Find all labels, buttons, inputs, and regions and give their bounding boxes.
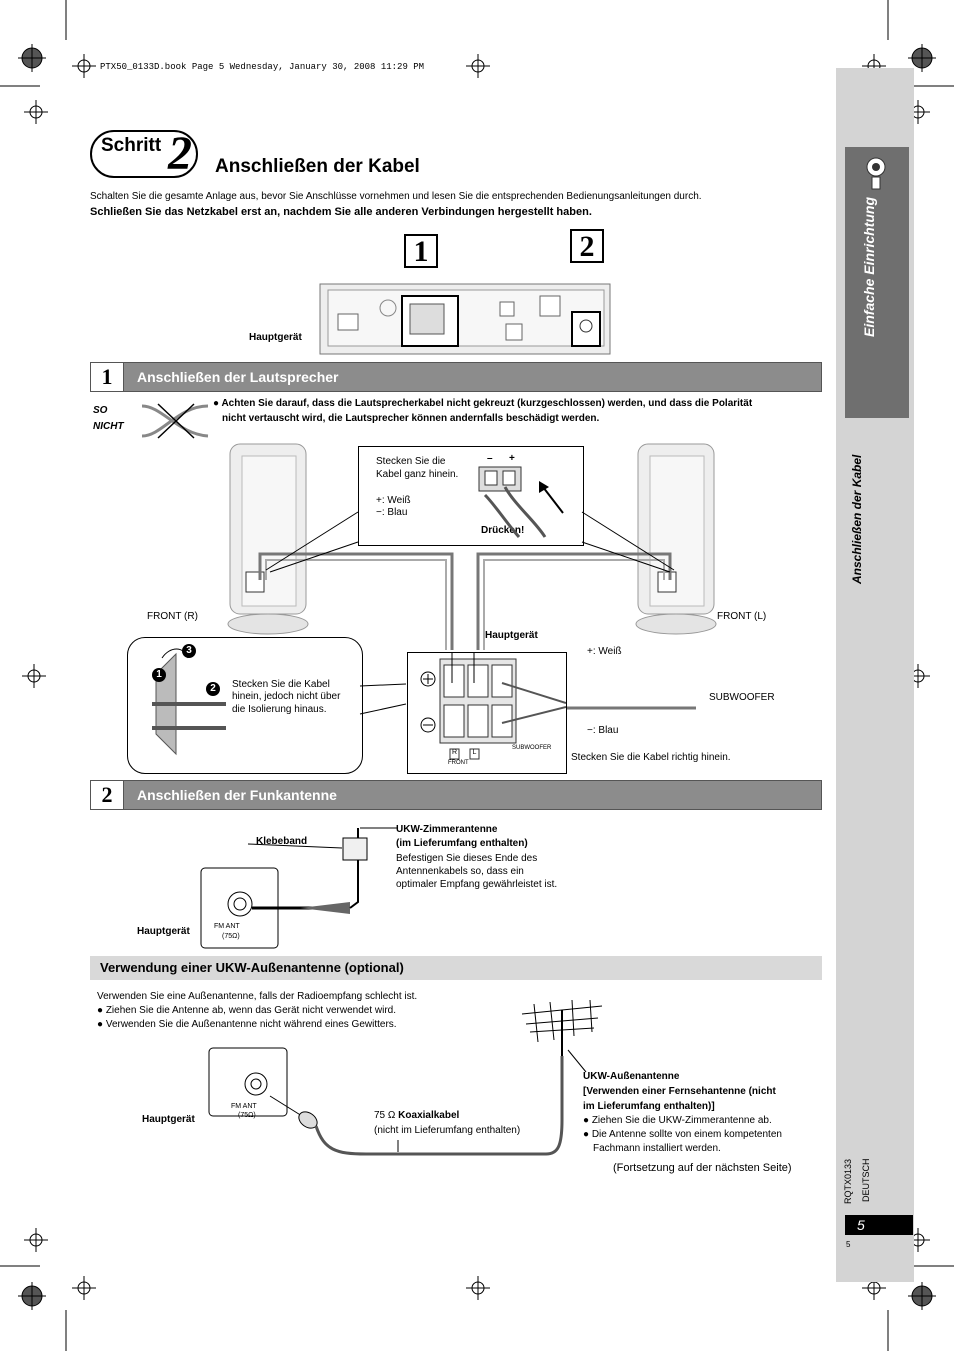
section-1-number: 1 — [91, 363, 124, 391]
language-label: DEUTSCH — [861, 1158, 871, 1202]
terminal-minus-label: −: Blau — [587, 725, 619, 736]
outdoor-antenna-bar: Verwendung einer UKW-Außenantenne (optio… — [90, 956, 822, 980]
section-2-number: 2 — [91, 781, 124, 809]
outdoor-fm-ant-label: FM ANT — [231, 1103, 257, 1110]
section-1-bar: 1 Anschließen der Lautsprecher — [90, 362, 822, 392]
indoor-antenna-line-3: optimaler Empfang gewährleistet ist. — [396, 879, 558, 890]
step-c-badge: 3 — [182, 644, 196, 658]
continued-note: (Fortsetzung auf der nächsten Seite) — [613, 1162, 792, 1174]
press-label: Drücken! — [481, 525, 525, 536]
sidebar-chapter-tab: Einfache Einrichtung — [845, 147, 909, 418]
step-word: Schritt — [101, 135, 162, 156]
outdoor-antenna-bullet-1: ● Ziehen Sie die UKW-Zimmerantenne ab. — [583, 1115, 772, 1126]
polarity-warning-1: ● Achten Sie darauf, dass die Lautsprech… — [213, 398, 753, 409]
indoor-antenna-illustration — [200, 827, 398, 949]
hand-press-illustration — [478, 466, 564, 538]
insulation-callout: 1 2 3 Stecken Sie die Kabel hinein, jedo… — [127, 637, 363, 774]
outdoor-main-unit-label: Hauptgerät — [142, 1114, 195, 1125]
terminal-block: R L FRONT SUBWOOFER — [407, 652, 567, 774]
intro-bold-text: Schließen Sie das Netzkabel erst an, nac… — [90, 206, 592, 218]
coax-cable-label: 75 Ω Koaxialkabel — [374, 1110, 460, 1121]
indoor-fm-ant-label: FM ANT — [214, 923, 240, 930]
callout-2: 2 — [570, 229, 604, 263]
cable-insert-illustration — [152, 648, 226, 756]
insert-correctly-label: Stecken Sie die Kabel richtig hinein. — [571, 752, 731, 763]
terminal-l-label: L — [472, 749, 477, 756]
outdoor-antenna-sub-2: im Lieferumfang enthalten)] — [583, 1101, 715, 1112]
outdoor-ohm-label: (75Ω) — [238, 1112, 256, 1119]
outdoor-antenna-bullet-2: ● Die Antenne sollte von einem kompetent… — [583, 1129, 782, 1140]
front-l-label: FRONT (L) — [717, 611, 767, 622]
section-1-title: Anschließen der Lautsprecher — [137, 369, 339, 385]
step-badge: Schritt 2 — [90, 127, 198, 180]
outdoor-antenna-illustration — [208, 1000, 603, 1156]
speaker-front-l-illustration — [635, 443, 717, 635]
outdoor-antenna-bullet-2-cont: Fachmann installiert werden. — [593, 1143, 721, 1154]
step-number: 2 — [168, 127, 192, 180]
terminal-subwoofer-small: SUBWOOFER — [512, 745, 552, 751]
file-header: PTX50_0133D.book Page 5 Wednesday, Janua… — [100, 62, 425, 72]
so-nicht-label-2: NICHT — [93, 421, 124, 432]
insulation-line-3: die Isolierung hinaus. — [232, 704, 327, 715]
model-number: RQTX0133 — [843, 1158, 853, 1204]
main-unit-rear-illustration — [319, 283, 611, 355]
front-r-label: FRONT (R) — [147, 611, 198, 622]
indoor-antenna-subtitle: (im Lieferumfang enthalten) — [396, 838, 528, 849]
insulation-line-1: Stecken Sie die Kabel — [232, 679, 330, 690]
insulation-line-2: hinein, jedoch nicht über — [232, 691, 341, 702]
intro-text: Schalten Sie die gesamte Anlage aus, bev… — [90, 191, 702, 202]
indoor-antenna-line-1: Befestigen Sie dieses Ende des — [396, 853, 538, 864]
tape-label: Klebeband — [256, 836, 308, 847]
outdoor-bullet-1: ● Ziehen Sie die Antenne ab, wenn das Ge… — [97, 1005, 397, 1016]
terminal-front-label: FRONT — [448, 760, 469, 766]
callout-pointer-lines — [265, 511, 675, 573]
outdoor-antenna-title: Verwendung einer UKW-Außenantenne (optio… — [100, 960, 404, 975]
sidebar-chapter-label: Einfache Einrichtung — [861, 196, 877, 337]
section-2-bar: 2 Anschließen der Funkantenne — [90, 780, 822, 810]
indoor-ohm-label: (75Ω) — [222, 933, 240, 940]
step-b-badge: 2 — [206, 682, 220, 696]
terminal-plus-sign: + — [509, 453, 515, 464]
section1-main-unit-label: Hauptgerät — [485, 630, 538, 641]
coax-cable-note: (nicht im Lieferumfang enthalten) — [374, 1125, 521, 1136]
terminal-plus-label: +: Weiß — [587, 646, 622, 657]
insert-callout-minus: −: Blau — [376, 507, 408, 518]
section-2-title: Anschließen der Funkantenne — [137, 787, 337, 803]
step-a-badge: 1 — [152, 668, 166, 682]
overview-main-unit-label: Hauptgerät — [249, 332, 302, 343]
page-title: Anschließen der Kabel — [215, 156, 420, 177]
subwoofer-label: SUBWOOFER — [709, 692, 775, 703]
insert-callout: Stecken Sie die Kabel ganz hinein. +: We… — [358, 446, 584, 546]
crossed-wires-icon — [141, 403, 209, 439]
polarity-warning-2: nicht vertauscht wird, die Lautsprecher … — [222, 413, 600, 424]
indoor-antenna-title: UKW-Zimmerantenne — [396, 824, 498, 835]
terminal-minus-sign: – — [487, 453, 493, 464]
speaker-front-r-illustration — [227, 443, 309, 635]
insert-callout-plus: +: Weiß — [376, 495, 411, 506]
indoor-main-unit-label: Hauptgerät — [137, 926, 190, 937]
outdoor-line-1: Verwenden Sie eine Außenantenne, falls d… — [97, 991, 418, 1002]
insulation-pointer-lines — [359, 683, 407, 715]
page-number-small: 5 — [846, 1240, 851, 1249]
so-nicht-label-1: SO — [93, 405, 108, 416]
callout-1: 1 — [404, 234, 438, 268]
terminal-r-label: R — [451, 749, 458, 756]
page-number: 5 — [845, 1215, 913, 1235]
terminal-block-illustration — [420, 653, 566, 760]
sidebar-section-label: Anschließen der Kabel — [850, 454, 864, 584]
outdoor-antenna-sub-1: [Verwenden einer Fernsehantenne (nicht — [583, 1086, 776, 1097]
outdoor-bullet-2: ● Verwenden Sie die Außenantenne nicht w… — [97, 1019, 397, 1030]
plug-icon — [866, 157, 886, 190]
insert-callout-line-1: Stecken Sie die — [376, 456, 446, 467]
insert-callout-line-2: Kabel ganz hinein. — [376, 469, 459, 480]
outdoor-antenna-label: UKW-Außenantenne — [583, 1071, 680, 1082]
indoor-antenna-line-2: Antennenkabels so, dass ein — [396, 866, 524, 877]
